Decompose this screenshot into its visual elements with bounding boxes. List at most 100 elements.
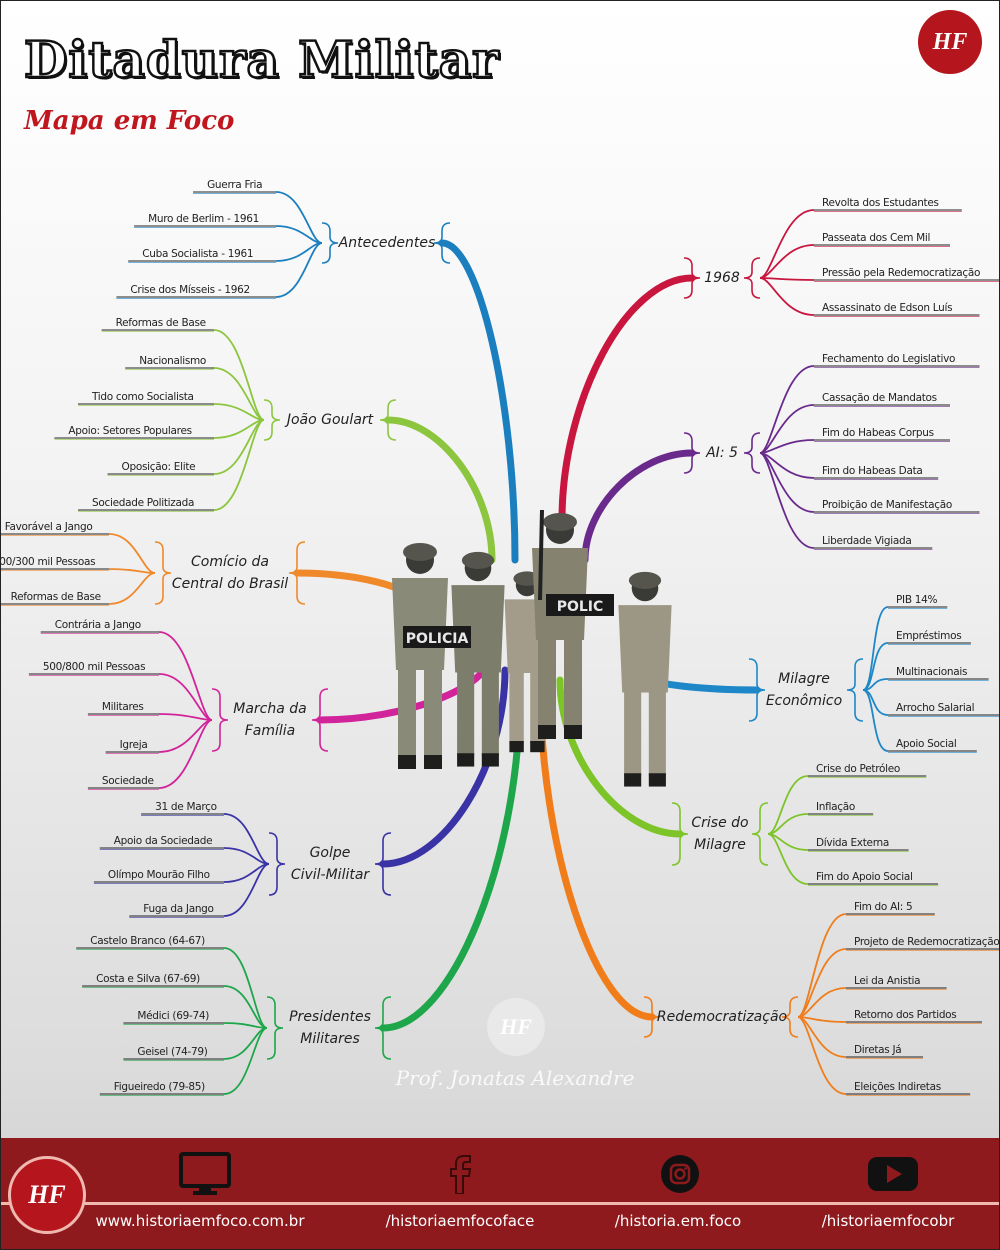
- brace: [268, 832, 286, 896]
- node-title-line: Civil-Militar: [290, 867, 370, 883]
- leaf-connector: [759, 404, 815, 454]
- branch-connector-core: [382, 689, 522, 1030]
- leaf-ai5: Cassação de Mandatos: [822, 392, 937, 404]
- leaf-connector: [213, 367, 265, 421]
- leaf-1968: Assassinato de Edson Luís: [822, 302, 953, 314]
- leaf-golpe: 31 de Março: [155, 801, 217, 813]
- node-redemocratizacao: Redemocratização: [657, 1006, 787, 1028]
- page-subtitle: Mapa em Foco: [24, 106, 235, 136]
- branch-antecedentes: [116, 191, 519, 564]
- branch-crise: [556, 676, 939, 886]
- leaf-golpe: Apoio da Sociedade: [113, 835, 213, 847]
- leaf-milagre: Multinacionais: [896, 666, 968, 678]
- branch-connector-core: [583, 451, 693, 561]
- leaf-connector: [108, 572, 156, 605]
- footer-logo: HF: [8, 1156, 86, 1234]
- brace: [781, 996, 799, 1038]
- leaf-connector: [759, 277, 815, 316]
- leaf-1968: Pressão pela Redemocratização: [822, 267, 981, 279]
- brace: [374, 996, 392, 1060]
- watermark-logo-text: HF: [500, 1014, 532, 1039]
- website-link[interactable]: www.historiaemfoco.com.br: [95, 1212, 305, 1230]
- mind-map: POLICIA POLIC: [0, 191, 1000, 1096]
- leaf-marcha: Militares: [101, 701, 144, 713]
- leaf-antecedentes: Muro de Berlim - 1961: [148, 213, 260, 225]
- branch-connector-core: [558, 679, 681, 836]
- leaf-connector: [275, 191, 323, 244]
- leaf-comicio: Favorável a Jango: [4, 521, 93, 533]
- leaf-ai5: Proibição de Manifestação: [822, 499, 952, 511]
- leaf-ai5: Fechamento do Legislativo: [822, 353, 956, 365]
- branch-presidentes: [76, 686, 524, 1096]
- instagram-link[interactable]: /historia.em.foco: [614, 1212, 742, 1230]
- brace: [643, 996, 661, 1038]
- leaf-crise: Inflação: [816, 801, 856, 813]
- node-title-line: AI: 5: [706, 445, 738, 461]
- leaf-redemocratizacao: Diretas Já: [854, 1044, 902, 1056]
- facebook-link[interactable]: /historiaemfocoface: [385, 1212, 535, 1230]
- police-shield-text: POLIC: [557, 599, 604, 615]
- leaf-connector: [767, 833, 809, 851]
- brace: [671, 802, 689, 866]
- node-title-line: Militares: [300, 1031, 360, 1047]
- branch-golpe: [93, 666, 509, 918]
- leaf-connector: [158, 719, 213, 753]
- branch-1968: [558, 209, 1000, 524]
- police-shield-text: POLICIA: [406, 631, 469, 647]
- leaf-connector: [275, 242, 323, 298]
- leaf-connector: [767, 813, 809, 835]
- footer-logo-text: HF: [28, 1180, 66, 1209]
- brace: [743, 257, 761, 299]
- node-title-line: Comício da: [191, 554, 269, 570]
- brace: [433, 222, 451, 264]
- node-title-line: Marcha da: [233, 701, 307, 717]
- leaf-connector: [223, 863, 270, 883]
- brace: [321, 222, 339, 264]
- leaf-marcha: Contrária a Jango: [54, 619, 142, 631]
- node-ai5: AI: 5: [706, 442, 738, 464]
- leaf-connector: [759, 439, 815, 454]
- leaf-connector: [213, 329, 265, 421]
- leaf-milagre: PIB 14%: [896, 594, 938, 606]
- brace: [683, 432, 701, 474]
- leaf-connector: [759, 452, 815, 549]
- baton: [538, 509, 544, 601]
- node-1968: 1968: [704, 267, 740, 289]
- brace: [743, 432, 761, 474]
- leaf-connector: [158, 719, 213, 789]
- leaf-connector: [223, 1027, 268, 1095]
- node-title-line: 1968: [704, 270, 740, 286]
- node-title-line: Redemocratização: [656, 1009, 788, 1025]
- brace: [154, 541, 172, 605]
- youtube-icon: [868, 1157, 918, 1191]
- leaf-connector: [223, 947, 268, 1029]
- leaf-connector: [213, 419, 265, 511]
- brace: [846, 658, 864, 722]
- leaf-connector: [223, 813, 270, 865]
- leaf-redemocratizacao: Retorno dos Partidos: [854, 1009, 957, 1021]
- figure: [392, 543, 448, 769]
- branch-connector-core: [382, 669, 507, 866]
- leaf-connector: [767, 775, 809, 835]
- leaf-ai5: Liberdade Vigiada: [822, 535, 912, 547]
- figure: [451, 551, 505, 767]
- watermark-logo: HF: [487, 998, 545, 1056]
- node-title-line: Família: [244, 723, 296, 739]
- brace: [288, 541, 306, 605]
- footer-divider: [0, 1202, 1000, 1205]
- node-title-line: Milagre: [778, 671, 830, 687]
- leaf-antecedentes: Crise dos Mísseis - 1962: [130, 284, 250, 296]
- leaf-redemocratizacao: Lei da Anistia: [854, 975, 921, 987]
- leaf-connector: [767, 833, 809, 885]
- leaf-redemocratizacao: Projeto de Redemocratização: [854, 936, 1000, 948]
- leaf-redemocratizacao: Eleições Indiretas: [854, 1081, 941, 1093]
- leaf-connector: [862, 606, 889, 691]
- leaf-connector: [759, 209, 815, 279]
- youtube-link[interactable]: /historiaemfocobr: [821, 1212, 955, 1230]
- brace: [266, 996, 284, 1060]
- leaf-milagre: Empréstimos: [896, 630, 962, 642]
